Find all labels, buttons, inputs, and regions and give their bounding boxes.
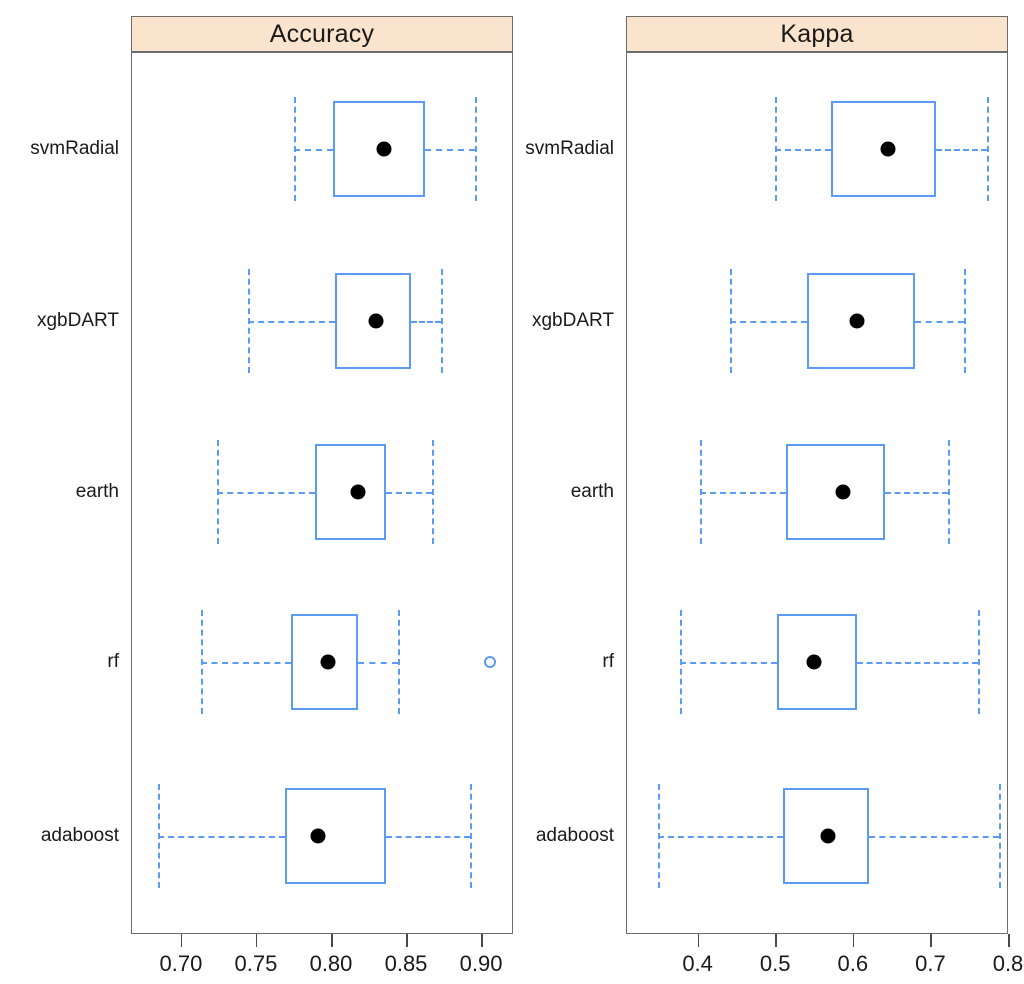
- x-tick: [255, 934, 258, 947]
- x-tick-label: 0.5: [759, 951, 791, 976]
- whisker-cap: [680, 610, 683, 714]
- whisker-cap: [699, 440, 702, 544]
- x-tick-label: 0.70: [159, 951, 203, 976]
- x-tick: [331, 934, 333, 947]
- whisker-cap: [293, 97, 296, 201]
- whisker-cap: [947, 440, 950, 544]
- whisker-cap: [431, 440, 434, 544]
- median-point: [880, 141, 896, 157]
- iqr-box: [284, 788, 387, 884]
- panel-strip-kappa: Kappa: [626, 16, 1008, 52]
- x-tick: [180, 934, 183, 947]
- median-point: [849, 313, 865, 329]
- whisker-cap: [200, 610, 203, 714]
- iqr-box: [332, 101, 426, 197]
- median-point: [368, 313, 384, 329]
- x-tick-label: 0.75: [234, 951, 278, 976]
- whisker-line: [699, 492, 787, 494]
- whisker-line: [885, 492, 948, 494]
- median-point: [835, 484, 851, 500]
- whisker-cap: [998, 784, 1001, 888]
- whisker-line: [248, 321, 336, 323]
- median-point: [310, 828, 326, 844]
- whisker-cap: [158, 784, 160, 888]
- x-tick-label: 0.90: [459, 951, 503, 976]
- median-point: [376, 141, 392, 157]
- whisker-line: [293, 149, 333, 151]
- x-tick: [930, 934, 932, 947]
- y-category-label-earth: earth: [570, 481, 614, 502]
- median-point: [820, 828, 836, 844]
- whisker-line: [200, 662, 291, 664]
- whisker-line: [658, 836, 784, 838]
- whisker-cap: [986, 97, 989, 201]
- iqr-box: [290, 614, 358, 710]
- x-tick-label: 0.7: [915, 951, 946, 976]
- whisker-line: [425, 149, 476, 151]
- x-tick: [775, 934, 777, 947]
- x-tick: [481, 934, 483, 947]
- whisker-line: [216, 492, 315, 494]
- x-tick: [852, 934, 855, 947]
- x-tick-label: 0.8: [992, 951, 1024, 976]
- whisker-line: [775, 149, 831, 151]
- y-category-label-svmradial: svmRadial: [525, 138, 614, 159]
- panel-title: Kappa: [780, 19, 854, 48]
- x-tick-label: 0.4: [682, 951, 713, 976]
- x-tick: [697, 934, 700, 947]
- whisker-line: [936, 149, 987, 151]
- whisker-cap: [775, 97, 778, 201]
- whisker-cap: [248, 269, 251, 373]
- y-category-label-adaboost: adaboost: [40, 825, 119, 846]
- x-tick: [406, 934, 408, 947]
- whisker-line: [856, 662, 978, 664]
- whisker-cap: [475, 97, 478, 201]
- x-tick-label: 0.6: [837, 951, 869, 976]
- whisker-line: [410, 321, 441, 323]
- x-tick-label: 0.85: [384, 951, 428, 976]
- y-category-label-xgbdart: xgbDART: [36, 310, 119, 331]
- median-point: [320, 654, 336, 670]
- y-category-label-xgbdart: xgbDART: [531, 310, 614, 331]
- whisker-cap: [977, 610, 980, 714]
- plot-area-accuracy: [131, 52, 513, 934]
- median-point: [806, 654, 822, 670]
- panel-strip-accuracy: Accuracy: [131, 16, 513, 52]
- y-category-label-rf: rf: [107, 651, 119, 672]
- y-category-label-svmradial: svmRadial: [30, 138, 119, 159]
- whisker-line: [729, 321, 808, 323]
- whisker-cap: [658, 784, 661, 888]
- median-point: [350, 484, 366, 500]
- whisker-cap: [470, 784, 473, 888]
- whisker-cap: [440, 269, 443, 373]
- iqr-box: [777, 614, 857, 710]
- x-tick-label: 0.80: [309, 951, 353, 976]
- y-category-label-rf: rf: [602, 651, 614, 672]
- whisker-cap: [398, 610, 401, 714]
- y-category-label-adaboost: adaboost: [535, 825, 614, 846]
- x-tick: [1008, 934, 1010, 947]
- outlier-point: [484, 656, 497, 668]
- iqr-box: [314, 444, 387, 540]
- iqr-box: [786, 444, 886, 540]
- whisker-line: [358, 662, 399, 664]
- whisker-line: [915, 321, 964, 323]
- whisker-line: [680, 662, 778, 664]
- whisker-line: [386, 836, 471, 838]
- whisker-cap: [216, 440, 219, 544]
- whisker-line: [158, 836, 285, 838]
- iqr-box: [783, 788, 869, 884]
- whisker-cap: [963, 269, 966, 373]
- iqr-box: [830, 101, 937, 197]
- y-category-label-earth: earth: [75, 481, 119, 502]
- iqr-box: [807, 273, 916, 369]
- whisker-line: [868, 836, 999, 838]
- iqr-box: [335, 273, 411, 369]
- whisker-line: [386, 492, 432, 494]
- panel-title: Accuracy: [269, 19, 375, 48]
- whisker-cap: [729, 269, 732, 373]
